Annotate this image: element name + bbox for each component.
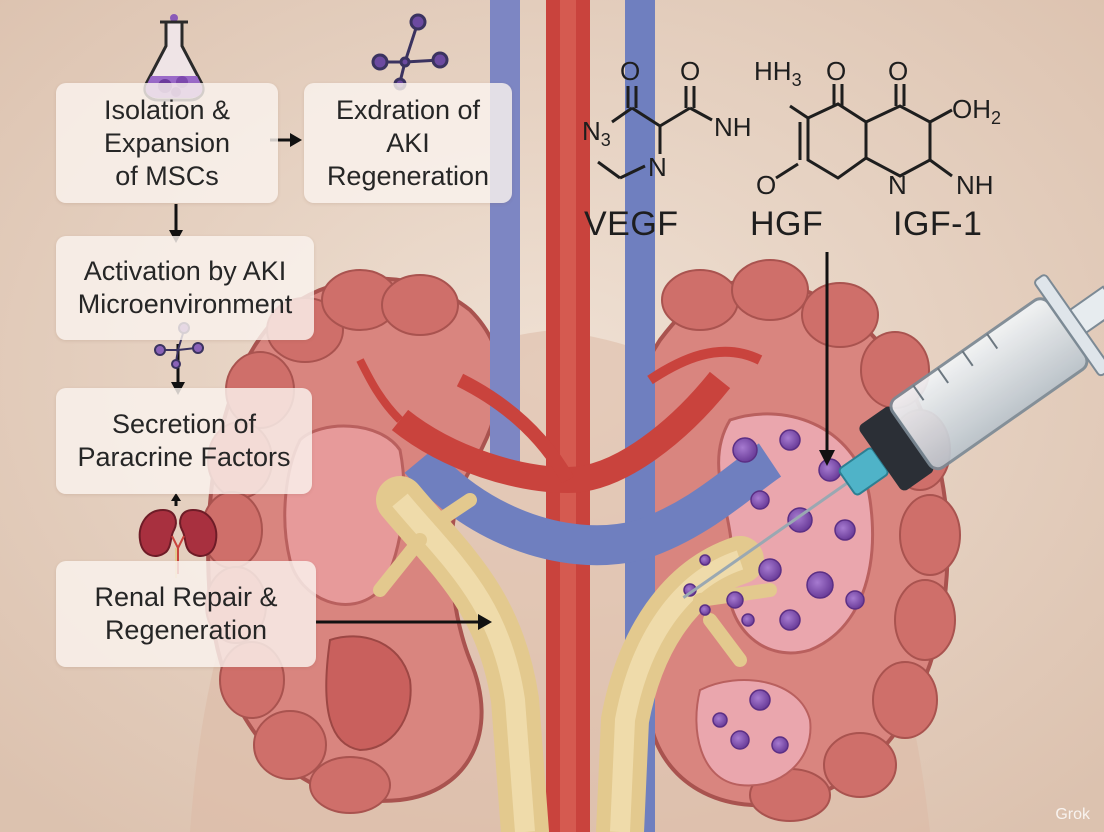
hgf-h3: HH3 <box>754 56 802 91</box>
hgf-o2: O <box>888 56 908 87</box>
step-activation-box: Activation by AKI Microenvironment <box>56 236 314 340</box>
vegf-nh: NH <box>714 112 752 143</box>
step-exploration-box: Exdration of AKI Regeneration <box>304 83 512 203</box>
vegf-n: N <box>648 152 667 183</box>
factor-label-hgf: HGF <box>750 205 823 244</box>
hgf-o3: O <box>756 170 776 201</box>
step-secretion-label: Secretion of Paracrine Factors <box>77 408 290 474</box>
watermark: Grok <box>1055 806 1090 824</box>
hgf-oh2: OH2 <box>952 94 1001 129</box>
hgf-nh: NH <box>956 170 994 201</box>
stem-cell-icon <box>733 438 757 462</box>
hgf-n: N <box>888 170 907 201</box>
step-exploration-label: Exdration of AKI Regeneration <box>327 94 489 193</box>
vegf-o1: O <box>620 56 640 87</box>
vegf-o2: O <box>680 56 700 87</box>
step-activation-label: Activation by AKI Microenvironment <box>78 255 293 321</box>
step-repair-box: Renal Repair & Regeneration <box>56 561 316 667</box>
factor-label-igf: IGF-1 <box>893 205 982 244</box>
step-isolation-box: Isolation & Expansion of MSCs <box>56 83 278 203</box>
factor-label-vegf: VEGF <box>584 205 679 244</box>
hgf-o1: O <box>826 56 846 87</box>
step-isolation-label: Isolation & Expansion of MSCs <box>104 94 230 193</box>
step-repair-label: Renal Repair & Regeneration <box>94 581 277 647</box>
step-secretion-box: Secretion of Paracrine Factors <box>56 388 312 494</box>
vegf-n3: N3 <box>582 116 611 151</box>
